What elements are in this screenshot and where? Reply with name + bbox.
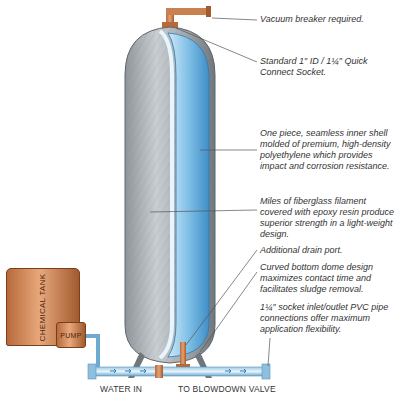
- inlet-label: WATER IN: [100, 384, 142, 394]
- inner-shell-note: One piece, seamless inner shell molded o…: [260, 128, 396, 172]
- node-label: CHEMICAL TANK: [38, 273, 47, 341]
- bottom-dome-note: Curved bottom dome design maximizes cont…: [260, 262, 396, 295]
- pump: PUMP: [56, 322, 86, 348]
- drain-port-note: Additional drain port.: [260, 245, 396, 256]
- fiberglass-note: Miles of fiberglass filament covered wit…: [260, 196, 396, 240]
- leader-lines: [150, 18, 270, 366]
- tank: [125, 27, 215, 363]
- pipe-connection-note: 1¼″ socket inlet/outlet PVC pipe connect…: [260, 302, 396, 335]
- node-label: PUMP: [60, 332, 81, 339]
- drain-port: [176, 342, 190, 370]
- vacuum-breaker: [162, 6, 211, 28]
- main-pipe: [88, 364, 270, 379]
- vacuum-breaker-note: Vacuum breaker required.: [260, 14, 396, 25]
- socket-note: Standard 1″ ID / 1¼″ Quick Connect Socke…: [260, 56, 396, 78]
- feed-pipe: [86, 336, 98, 367]
- outlet-label: TO BLOWDOWN VALVE: [178, 384, 276, 394]
